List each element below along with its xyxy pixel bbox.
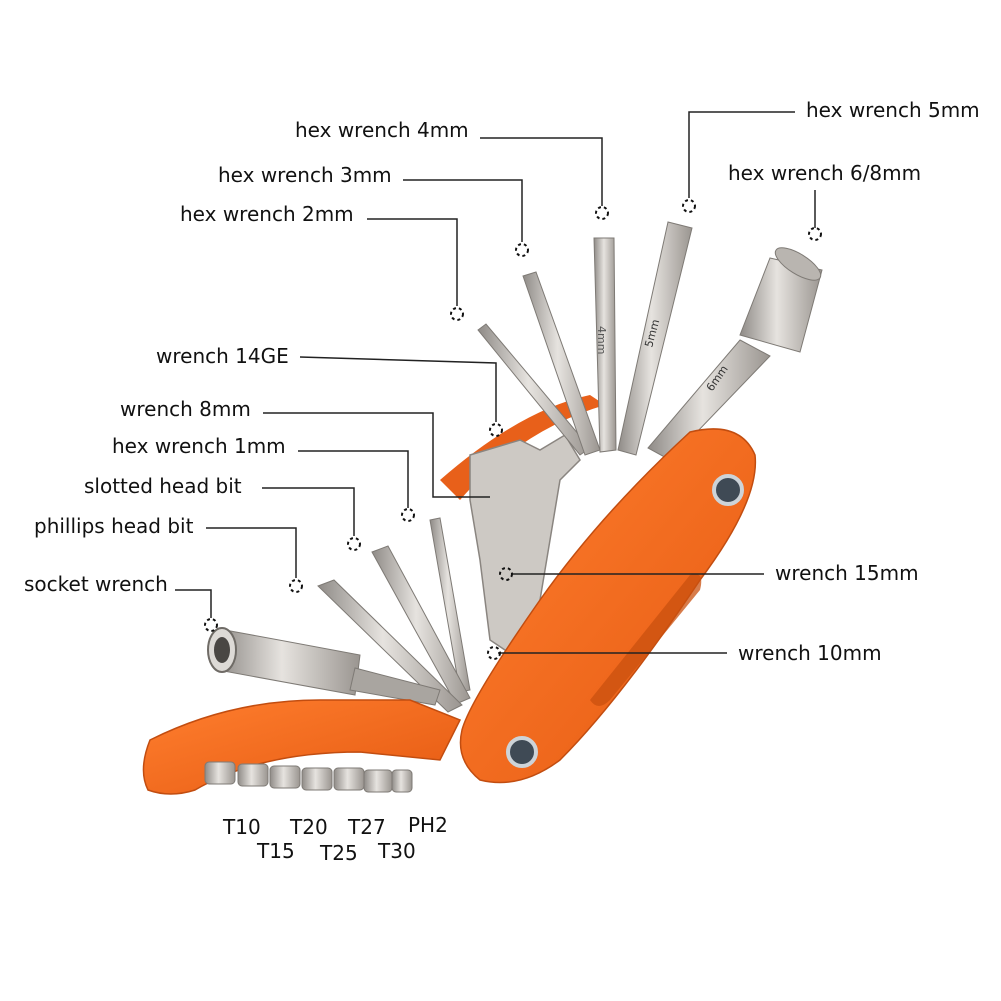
bit-t30 bbox=[363, 769, 393, 793]
socket-body bbox=[217, 629, 361, 696]
bit-label-t25: T25 bbox=[320, 841, 358, 865]
callout-leaders bbox=[175, 111, 816, 654]
hex-1mm-blade bbox=[429, 517, 471, 693]
label-hex-3mm: hex wrench 3mm bbox=[218, 163, 392, 187]
label-wrench-10mm: wrench 10mm bbox=[738, 641, 882, 665]
bit-t10 bbox=[204, 761, 236, 785]
bit-t25 bbox=[301, 767, 333, 791]
bit-t27 bbox=[333, 767, 365, 791]
mark-4mm: 4mm bbox=[595, 326, 608, 354]
label-hex-68mm: hex wrench 6/8mm bbox=[728, 161, 922, 185]
slotted-bit-blade bbox=[371, 545, 471, 705]
hex-sleeve-end bbox=[774, 247, 822, 281]
label-hex-2mm: hex wrench 2mm bbox=[180, 202, 354, 226]
label-socket: socket wrench bbox=[24, 572, 168, 596]
hex-4mm-blade bbox=[593, 237, 617, 453]
torx-bit-row bbox=[204, 761, 413, 793]
callout-targets bbox=[204, 199, 822, 660]
label-slotted: slotted head bit bbox=[84, 474, 242, 498]
label-wrench-14ge: wrench 14GE bbox=[156, 344, 289, 368]
label-wrench-15mm: wrench 15mm bbox=[775, 561, 919, 585]
bit-label-t30: T30 bbox=[378, 839, 416, 863]
bit-label-t20: T20 bbox=[290, 815, 328, 839]
label-hex-4mm: hex wrench 4mm bbox=[295, 118, 469, 142]
hex-5mm-blade bbox=[617, 221, 693, 456]
pivot-bolt-top bbox=[712, 474, 744, 506]
socket-shaft bbox=[349, 667, 441, 706]
pivot-bolt-bottom bbox=[506, 736, 538, 768]
bit-t20 bbox=[269, 765, 301, 789]
wrench-plate bbox=[469, 433, 581, 662]
label-hex-5mm: hex wrench 5mm bbox=[806, 98, 980, 122]
bit-ph2 bbox=[391, 769, 413, 793]
handle-slot bbox=[590, 574, 702, 706]
label-wrench-8mm: wrench 8mm bbox=[120, 397, 251, 421]
bit-label-ph2: PH2 bbox=[408, 813, 448, 837]
label-phillips: phillips head bit bbox=[34, 514, 194, 538]
bit-label-t10: T10 bbox=[223, 815, 261, 839]
phillips-bit-blade bbox=[317, 579, 463, 713]
bit-label-t27: T27 bbox=[348, 815, 386, 839]
socket-hole bbox=[214, 637, 230, 663]
bit-label-t15: T15 bbox=[257, 839, 295, 863]
bit-t15 bbox=[237, 763, 269, 787]
front-handle bbox=[459, 428, 757, 784]
label-hex-1mm: hex wrench 1mm bbox=[112, 434, 286, 458]
